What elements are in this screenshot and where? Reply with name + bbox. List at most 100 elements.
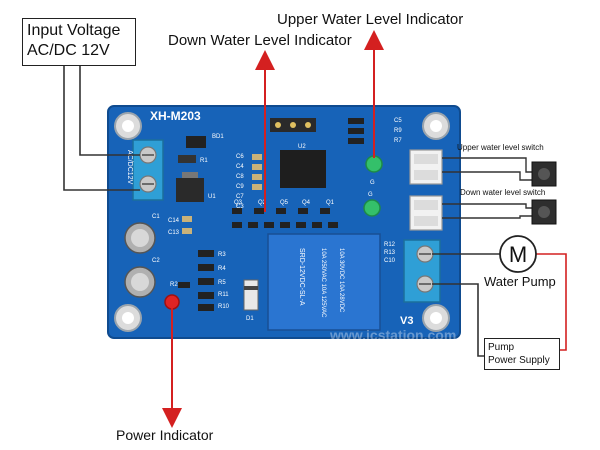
ref-c10: C10 bbox=[384, 258, 396, 264]
relay-model: SRD-12VDC-SL-A bbox=[298, 248, 305, 306]
ref-c5: C5 bbox=[394, 118, 402, 124]
output-terminal-block bbox=[403, 239, 441, 303]
down-level-led bbox=[363, 199, 381, 217]
relay-spec2: 10A 30VDC 10A 28VDC bbox=[338, 248, 344, 313]
upper-level-switch bbox=[531, 161, 557, 187]
electrolytic-capacitor-c2 bbox=[124, 266, 156, 298]
bridge-rectifier bbox=[186, 136, 206, 148]
board-version: V3 bbox=[400, 315, 413, 327]
regulator-tab bbox=[182, 172, 198, 178]
pump-wires bbox=[432, 253, 500, 357]
mounting-hole bbox=[422, 304, 450, 332]
resistor bbox=[348, 128, 364, 134]
smd-capacitor bbox=[252, 184, 262, 190]
board-model: XH-M203 bbox=[150, 109, 201, 123]
resistor bbox=[198, 278, 214, 285]
pump-supply-line1: Pump bbox=[488, 342, 515, 353]
power-led bbox=[164, 294, 180, 310]
diode-band bbox=[244, 286, 258, 290]
pcb-board: XH-M203 AC/DC12V BD1 R1 U1 C1 C2 bbox=[107, 105, 461, 339]
resistor bbox=[348, 118, 364, 124]
ref-r2: R2 bbox=[170, 282, 178, 288]
ref-u2: U2 bbox=[298, 144, 306, 150]
input-voltage-box: Input Voltage AC/DC 12V bbox=[22, 18, 136, 66]
smd-capacitor bbox=[182, 216, 192, 222]
ref-c13: C13 bbox=[168, 230, 180, 236]
relay bbox=[267, 233, 381, 331]
ref-c1: C1 bbox=[152, 214, 160, 220]
ref-c6: C6 bbox=[236, 154, 244, 160]
motor-letter: M bbox=[509, 242, 527, 267]
ref-r9: R9 bbox=[394, 128, 402, 134]
resistor bbox=[328, 222, 338, 228]
resistor bbox=[312, 222, 322, 228]
pump-supply-line2: Power Supply bbox=[488, 355, 550, 366]
ref-r12: R12 bbox=[384, 242, 396, 248]
resistor bbox=[232, 222, 242, 228]
ref-c8: C8 bbox=[236, 174, 244, 180]
resistor bbox=[348, 138, 364, 144]
mounting-hole bbox=[114, 112, 142, 140]
down-indicator-label: Down Water Level Indicator bbox=[168, 32, 352, 49]
relay-spec1: 10A 250VAC 10A 125VAC bbox=[320, 248, 326, 318]
mounting-hole bbox=[422, 112, 450, 140]
ref-c9: C9 bbox=[236, 184, 244, 190]
pump-supply-wires bbox=[536, 253, 567, 351]
regulator-u1 bbox=[176, 178, 204, 202]
resistor-r1 bbox=[178, 155, 196, 163]
down-switch-connector bbox=[409, 195, 443, 231]
transistor bbox=[254, 208, 264, 214]
ref-r13: R13 bbox=[384, 250, 396, 256]
smd-capacitor bbox=[252, 174, 262, 180]
transistor bbox=[276, 208, 286, 214]
ic-u2 bbox=[280, 150, 326, 188]
down-switch-label: Down water level switch bbox=[460, 188, 546, 197]
diode-d1 bbox=[243, 279, 259, 311]
switch-wires bbox=[442, 157, 536, 219]
ref-r11: R11 bbox=[218, 292, 229, 298]
upper-switch-label: Upper water level switch bbox=[457, 143, 544, 152]
resistor bbox=[264, 222, 274, 228]
ref-c3: C3 bbox=[236, 204, 244, 210]
motor-symbol bbox=[499, 235, 537, 273]
ref-d1: D1 bbox=[246, 316, 254, 322]
ref-r10: R10 bbox=[218, 304, 230, 310]
upper-indicator-label: Upper Water Level Indicator bbox=[277, 11, 464, 28]
input-voltage-line1: Input Voltage bbox=[27, 22, 121, 39]
transistor bbox=[320, 208, 330, 214]
header-pin bbox=[275, 122, 281, 128]
ref-r7: R7 bbox=[394, 138, 402, 144]
input-wires bbox=[63, 64, 140, 191]
ref-r3: R3 bbox=[218, 252, 226, 258]
resistor bbox=[280, 222, 290, 228]
resistor bbox=[296, 222, 306, 228]
ref-q4: Q4 bbox=[302, 200, 311, 206]
ref-q2: Q2 bbox=[258, 200, 267, 206]
pump-power-supply-box: Pump Power Supply bbox=[484, 338, 560, 370]
smd-capacitor bbox=[182, 228, 192, 234]
ref-bd1: BD1 bbox=[212, 134, 224, 140]
header-pin bbox=[305, 122, 311, 128]
ref-c2: C2 bbox=[152, 258, 160, 264]
resistor bbox=[198, 292, 214, 299]
terminal-label: AC/DC12V bbox=[126, 150, 133, 185]
indicator-arrows bbox=[162, 30, 384, 428]
smd-capacitor bbox=[252, 154, 262, 160]
ref-c14: C14 bbox=[168, 218, 180, 224]
ref-q1: Q1 bbox=[326, 200, 335, 206]
led-label-down: G bbox=[368, 192, 373, 198]
resistor bbox=[198, 264, 214, 271]
upper-switch-connector bbox=[409, 149, 443, 185]
ref-c4: C4 bbox=[236, 164, 244, 170]
water-pump-label: Water Pump bbox=[484, 274, 556, 289]
ref-r5: R5 bbox=[218, 280, 226, 286]
down-level-switch bbox=[531, 199, 557, 225]
ref-c7: C7 bbox=[236, 194, 244, 200]
watermark: www.icstation.com bbox=[329, 327, 456, 343]
transistor bbox=[232, 208, 242, 214]
transistor bbox=[298, 208, 308, 214]
input-terminal-block bbox=[132, 139, 164, 201]
ref-q3: Q3 bbox=[234, 200, 243, 206]
resistor bbox=[198, 304, 214, 311]
